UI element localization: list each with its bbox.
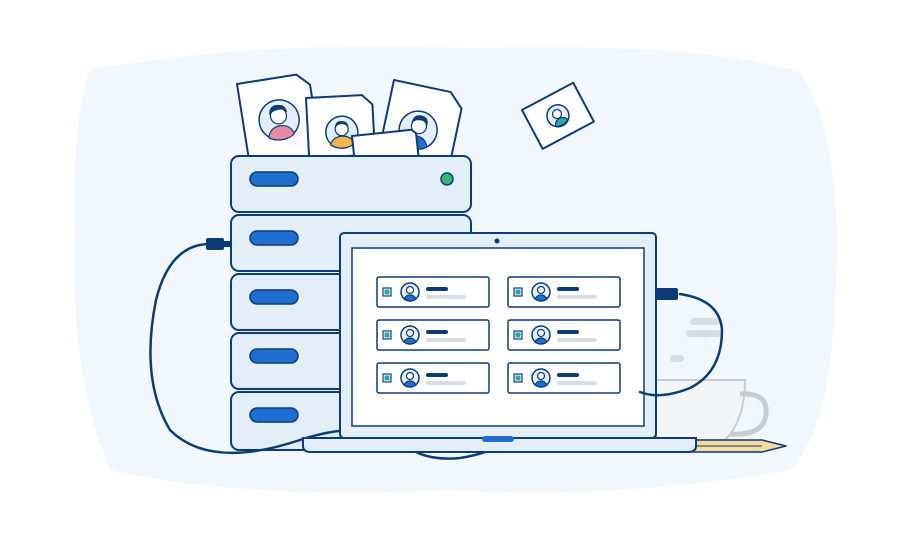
checkbox-icon (382, 373, 392, 383)
profile-card (376, 319, 490, 351)
avatar-icon (400, 368, 420, 388)
checkbox-icon (513, 287, 523, 297)
profile-card-grid (376, 276, 621, 394)
detail-placeholder (557, 338, 597, 342)
profile-card (376, 276, 490, 308)
avatar-icon (531, 368, 551, 388)
name-placeholder (557, 373, 579, 377)
pencil-icon (689, 439, 787, 453)
profile-card (507, 319, 621, 351)
detail-placeholder (426, 338, 466, 342)
document-icon (236, 73, 323, 168)
name-placeholder (426, 287, 448, 291)
document-icon (521, 81, 595, 150)
cable-icon (638, 288, 724, 397)
steam-lines (670, 318, 722, 362)
server-unit (230, 155, 472, 213)
checkbox-icon (382, 330, 392, 340)
avatar-icon (531, 325, 551, 345)
detail-placeholder (426, 381, 466, 385)
name-placeholder (557, 287, 579, 291)
checkbox-icon (382, 287, 392, 297)
avatar-icon (400, 282, 420, 302)
avatar-icon (531, 282, 551, 302)
profile-card (507, 276, 621, 308)
name-placeholder (426, 330, 448, 334)
cable-icon (149, 238, 522, 460)
checkbox-icon (513, 373, 523, 383)
name-placeholder (426, 373, 448, 377)
name-placeholder (557, 330, 579, 334)
detail-placeholder (426, 295, 466, 299)
laptop-icon (302, 232, 697, 453)
checkbox-icon (513, 330, 523, 340)
detail-placeholder (557, 295, 597, 299)
avatar-icon (400, 325, 420, 345)
profile-card (507, 362, 621, 394)
document-icon (375, 79, 463, 179)
detail-placeholder (557, 381, 597, 385)
profile-card (376, 362, 490, 394)
